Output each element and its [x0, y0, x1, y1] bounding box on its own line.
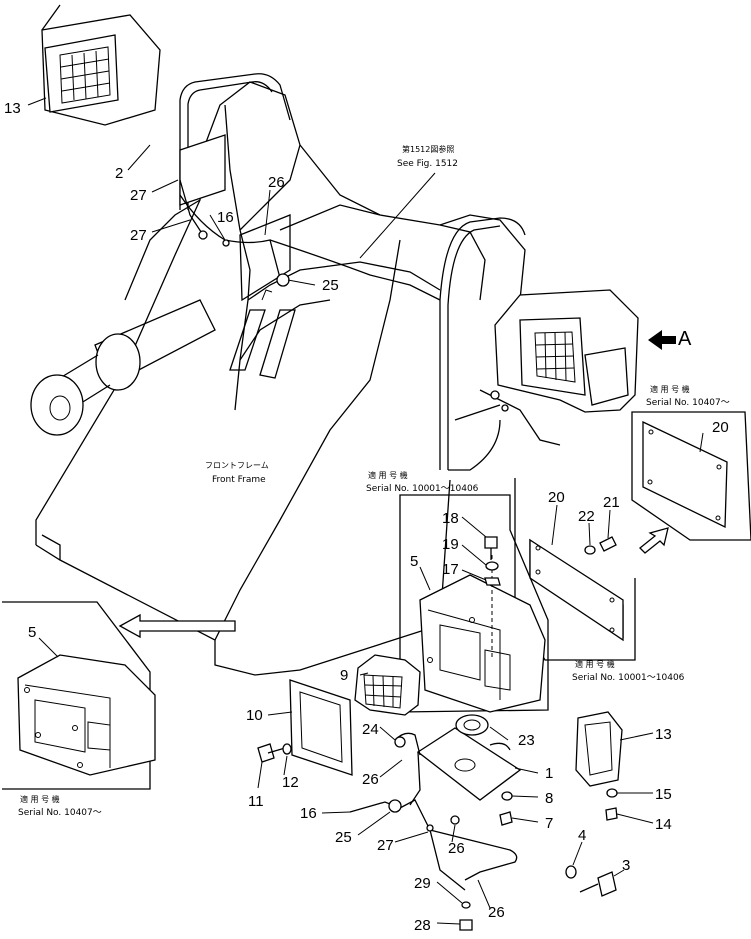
part-label-15: 15 [655, 786, 672, 803]
part-label-12: 12 [282, 774, 299, 791]
part-label-22: 22 [578, 508, 595, 525]
lamp-guard-13 [575, 711, 623, 821]
part-label-16-lower: 16 [300, 805, 317, 822]
wiring-harness-upper [179, 179, 441, 301]
part-label-13-lower: 13 [655, 726, 672, 743]
part-label-25-top: 25 [322, 277, 339, 294]
part-label-27-mid: 27 [130, 227, 147, 244]
cover-pointer-arrow [639, 527, 669, 554]
part-label-27-top: 27 [130, 187, 147, 204]
view-a-arrow [648, 330, 676, 350]
part-label-19: 19 [442, 536, 459, 553]
note-front-frame: Front Frame [212, 475, 266, 485]
part-label-26-top: 26 [268, 174, 285, 191]
cover-plate-serial-10001-10406 [514, 478, 636, 661]
part-labels: 13 2 27 27 16 26 25 20 20 21 22 18 19 17… [4, 100, 729, 934]
bracket-1 [394, 714, 522, 826]
wiring-harness-lower [349, 799, 518, 931]
part-label-24: 24 [362, 721, 379, 738]
part-label-5-inset: 5 [28, 624, 36, 641]
part-label-18: 18 [442, 510, 459, 527]
part-label-14: 14 [655, 816, 672, 833]
work-lamp-9 [354, 654, 421, 716]
work-lamp-right [448, 289, 639, 471]
part-label-2: 2 [115, 165, 123, 182]
part-label-1: 1 [545, 765, 553, 782]
note-front-frame-jp: フロントフレーム [205, 461, 269, 470]
inset-pointer-arrow [118, 613, 236, 639]
cover-plate-serial-10407 [631, 411, 751, 541]
part-label-23: 23 [518, 732, 535, 749]
part-label-25-lower: 25 [335, 829, 352, 846]
part-label-13-top: 13 [4, 100, 21, 117]
part-label-17: 17 [442, 561, 459, 578]
part-label-26-mid: 26 [362, 771, 379, 788]
note-serial-10407-right: Serial No. 10407～ [646, 398, 730, 408]
gasket-10 [257, 679, 353, 776]
part-label-21: 21 [603, 494, 620, 511]
part-label-26-lower-a: 26 [448, 840, 465, 857]
part-label-9: 9 [340, 667, 348, 684]
note-serial-10001-10406-mid: Serial No. 10001～10406 [366, 484, 479, 494]
note-applicable-jp-4: 適 用 号 機 [20, 794, 60, 804]
nut-4 [565, 865, 577, 879]
note-serial-10001-10406-right: Serial No. 10001～10406 [572, 673, 685, 683]
note-applicable-jp-3: 適 用 号 機 [575, 659, 615, 669]
bolt-3 [579, 871, 617, 897]
part-label-27-lower: 27 [377, 837, 394, 854]
notes: 第1512図参照 See Fig. 1512 フロントフレーム Front Fr… [18, 144, 730, 818]
part-label-8: 8 [545, 790, 553, 807]
part-label-28: 28 [414, 917, 431, 934]
part-label-11: 11 [248, 793, 264, 810]
part-label-16-top: 16 [217, 209, 234, 226]
part-label-5-mid: 5 [410, 553, 418, 570]
part-label-4: 4 [578, 827, 586, 844]
part-label-10: 10 [246, 707, 263, 724]
work-lamp-upper-left [41, 4, 161, 126]
leader-lines [27, 97, 704, 925]
part-label-20-right: 20 [712, 419, 729, 436]
part-label-3: 3 [622, 857, 630, 874]
note-serial-10407-inset: Serial No. 10407～ [18, 808, 102, 818]
note-see-fig-jp: 第1512図参照 [402, 144, 454, 154]
note-applicable-jp-2: 適 用 号 機 [368, 470, 408, 480]
part-label-20-mid: 20 [548, 489, 565, 506]
note-see-fig: See Fig. 1512 [397, 159, 458, 169]
part-label-29: 29 [414, 875, 431, 892]
front-frame [30, 73, 526, 676]
part-label-7: 7 [545, 815, 553, 832]
note-applicable-jp-1: 適 用 号 機 [650, 384, 690, 394]
view-a-label: A [678, 328, 692, 350]
inset-serial-10407 [2, 601, 156, 790]
part-label-26-lower-b: 26 [488, 904, 505, 921]
